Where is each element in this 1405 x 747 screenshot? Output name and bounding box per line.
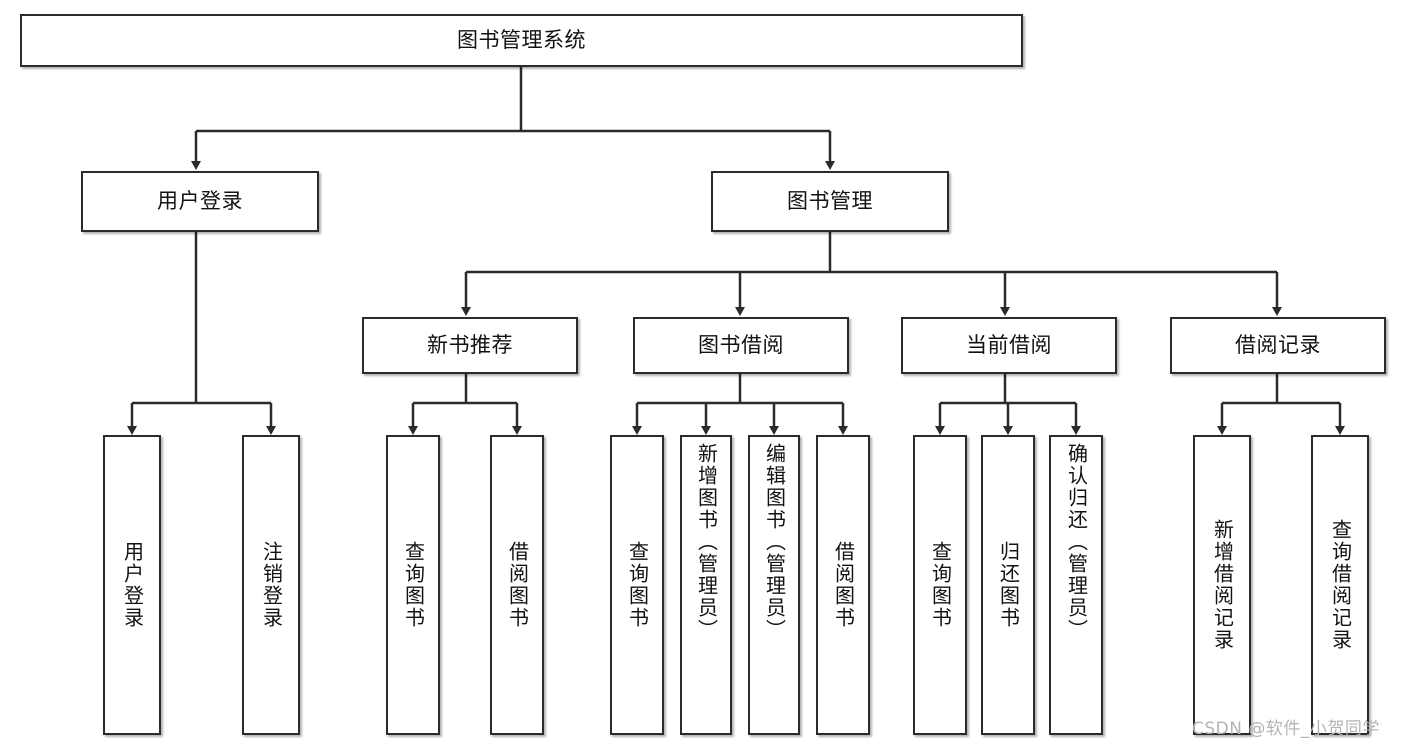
node-new-book-recommend[interactable]: 新书推荐 [362, 317, 578, 374]
leaf-query-book-borrow[interactable]: 查询图书 [610, 435, 664, 735]
leaf-borrow-book-recommend-label: 借阅图书 [505, 541, 530, 629]
leaf-query-book-recommend[interactable]: 查询图书 [386, 435, 440, 735]
leaf-user-login-label: 用户登录 [120, 541, 145, 629]
csdn-watermark: CSDN @软件_小贺同学 [1192, 719, 1380, 739]
node-root[interactable]: 图书管理系统 [20, 14, 1023, 67]
node-root-label: 图书管理系统 [457, 28, 586, 53]
leaf-return-book-label: 归还图书 [996, 541, 1021, 629]
node-book-management[interactable]: 图书管理 [711, 171, 949, 232]
leaf-edit-book-label: 编辑图书（管理员） [762, 443, 787, 641]
leaf-query-borrow-record-label: 查询借阅记录 [1328, 519, 1353, 651]
node-book-management-label: 图书管理 [787, 189, 873, 214]
node-borrow-record-label: 借阅记录 [1235, 333, 1321, 358]
leaf-borrow-book-borrow-label: 借阅图书 [831, 541, 856, 629]
node-borrow-record[interactable]: 借阅记录 [1170, 317, 1386, 374]
leaf-borrow-book-recommend[interactable]: 借阅图书 [490, 435, 544, 735]
node-new-book-recommend-label: 新书推荐 [427, 333, 513, 358]
leaf-user-logout-label: 注销登录 [259, 541, 284, 629]
leaf-add-book-label: 新增图书（管理员） [694, 443, 719, 641]
node-user-login[interactable]: 用户登录 [81, 171, 319, 232]
leaf-add-borrow-record[interactable]: 新增借阅记录 [1193, 435, 1251, 735]
node-book-borrow[interactable]: 图书借阅 [633, 317, 849, 374]
leaf-user-logout[interactable]: 注销登录 [242, 435, 300, 735]
leaf-confirm-return-label: 确认归还（管理员） [1064, 443, 1089, 641]
leaf-query-book-recommend-label: 查询图书 [401, 541, 426, 629]
leaf-query-book-current-label: 查询图书 [928, 541, 953, 629]
leaf-query-book-current[interactable]: 查询图书 [913, 435, 967, 735]
leaf-confirm-return[interactable]: 确认归还（管理员） [1049, 435, 1103, 735]
leaf-add-book[interactable]: 新增图书（管理员） [680, 435, 732, 735]
leaf-query-borrow-record[interactable]: 查询借阅记录 [1311, 435, 1369, 735]
node-current-borrow-label: 当前借阅 [966, 333, 1052, 358]
leaf-query-book-borrow-label: 查询图书 [625, 541, 650, 629]
node-book-borrow-label: 图书借阅 [698, 333, 784, 358]
leaf-borrow-book-borrow[interactable]: 借阅图书 [816, 435, 870, 735]
leaf-user-login[interactable]: 用户登录 [103, 435, 161, 735]
leaf-edit-book[interactable]: 编辑图书（管理员） [748, 435, 800, 735]
leaf-return-book[interactable]: 归还图书 [981, 435, 1035, 735]
node-current-borrow[interactable]: 当前借阅 [901, 317, 1117, 374]
node-user-login-label: 用户登录 [157, 189, 243, 214]
leaf-add-borrow-record-label: 新增借阅记录 [1210, 519, 1235, 651]
